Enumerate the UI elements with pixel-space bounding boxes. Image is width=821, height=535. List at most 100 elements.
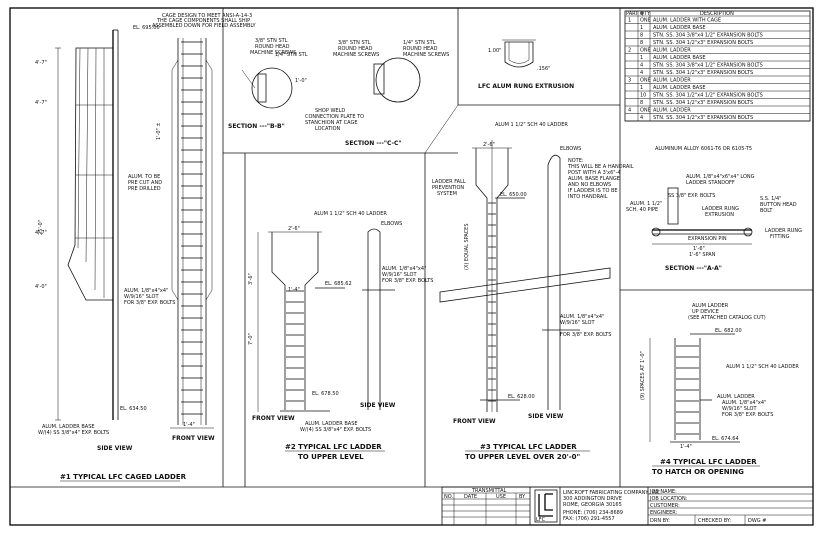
svg-text:4'-7": 4'-7" bbox=[35, 230, 47, 236]
svg-text:4'-0": 4'-0" bbox=[35, 284, 47, 290]
title-block-header-date: DATE bbox=[464, 494, 477, 500]
table-cell-description: STN. SS. 304 1/2"x3" EXPANSION BOLTS bbox=[653, 40, 753, 46]
table-cell-qty: 8 bbox=[640, 100, 643, 106]
section-c-c: 3/8" STN STL ROUND HEAD MACHINE SCREWS 1… bbox=[305, 40, 449, 147]
note-sch40-side-2: SCH. 40 PIPE bbox=[626, 207, 658, 213]
svg-text:(9) SPACES AT 1'-0": (9) SPACES AT 1'-0" bbox=[640, 351, 646, 400]
note-pre-cut-2: PRE CUT AND bbox=[128, 180, 162, 186]
svg-text:1'-0": 1'-0" bbox=[295, 78, 307, 84]
table-cell-description: ALUM. LADDER bbox=[653, 78, 691, 84]
company-name: LINCROFT FABRICATING COMPANY, INC. bbox=[563, 490, 662, 496]
note-rail-7: INTO HANDRAIL bbox=[568, 194, 608, 200]
ladder-over-20-section: ALUM 1 1/2" SCH 40 LADDER ELBOWS LADDER … bbox=[432, 122, 634, 461]
note-ladder-fall-2: PREVENTION bbox=[432, 185, 464, 191]
note-slot-4: W/9/16" SLOT bbox=[722, 406, 757, 412]
note-elbows-2: ELBOWS bbox=[381, 221, 402, 227]
note-screws-b3: MACHINE SCREWS bbox=[250, 50, 296, 56]
note-sch40-3: ALUM 1 1/2" SCH 40 LADDER bbox=[495, 122, 568, 128]
table-cell-qty: 1 bbox=[640, 85, 643, 91]
note-standoff-2: LADDER STANDOFF bbox=[686, 180, 735, 186]
svg-text:MACHINE SCREWS: MACHINE SCREWS bbox=[403, 52, 449, 58]
elevation-628: EL. 628.00 bbox=[508, 394, 535, 400]
label-section-a: SECTION ---"A-A" bbox=[665, 265, 722, 272]
title-block-transmittal: TRANSMITTAL bbox=[471, 488, 507, 494]
title-over-20-1: #3 TYPICAL LFC LADDER bbox=[480, 443, 577, 451]
table-cell-description: ALUM. LADDER bbox=[653, 48, 691, 54]
note-alum-angle-4: ALUM. 1/8"x4"x4" bbox=[722, 400, 766, 406]
note-rail-2: THIS WILL BE A HANDRAIL bbox=[567, 164, 634, 170]
company-phone: PHONE: (706) 234-8689 bbox=[563, 510, 623, 516]
table-cell-description: STN. SS. 304 1/2"x3" EXPANSION BOLTS bbox=[653, 100, 753, 106]
field-engineer: ENGINEER: bbox=[650, 510, 678, 516]
svg-text:2'-6": 2'-6" bbox=[483, 142, 495, 148]
note-exp-bolts-2: FOR 3/8" EXP. BOLTS bbox=[382, 278, 433, 284]
note-sch40-2: ALUM 1 1/2" SCH 40 LADDER bbox=[314, 211, 387, 217]
note-alum-angle-3: ALUM. 1/8"x4"x4" bbox=[560, 314, 604, 320]
note-cage-design-3: ASSEMBLED DOWN FOR FIELD ASSEMBLY bbox=[152, 23, 257, 29]
company-logo: LFC bbox=[536, 517, 546, 523]
note-ladder-rung: LADDER RUNG bbox=[702, 206, 739, 212]
title-caged-ladder: #1 TYPICAL LFC CAGED LADDER bbox=[60, 473, 187, 481]
note-button-head-2: BUTTON HEAD bbox=[760, 202, 797, 208]
note-span: 1'-6" SPAN bbox=[689, 252, 716, 258]
note-ladder-fall-3: SYSTEM bbox=[437, 191, 457, 197]
label-rung-extrusion: LFC ALUM RUNG EXTRUSION bbox=[478, 83, 574, 90]
note-shop-weld-2: CONNECTION PLATE TO bbox=[305, 114, 364, 120]
note-alum-ladder-up-3: (SEE ATTACHED CATALOG CUT) bbox=[688, 315, 766, 321]
table-cell-description: STN. SS. 304 3/8"x4 1/2" EXPANSION BOLTS bbox=[653, 63, 763, 69]
note-cage-design: CAGE DESIGN TO MEET ANSI-A-14-3 bbox=[162, 13, 252, 19]
note-cage-design-2: THE CAGE COMPONENTS SHALL SHIP bbox=[156, 18, 250, 24]
table-cell-qty: 4 bbox=[640, 115, 643, 121]
table-header-qty: QTY bbox=[640, 11, 651, 17]
svg-text:3/8" STN STL: 3/8" STN STL bbox=[338, 40, 371, 46]
caged-ladder-section: CAGE DESIGN TO MEET ANSI-A-14-3 THE CAGE… bbox=[35, 13, 257, 482]
table-cell-qty: 4 bbox=[640, 63, 643, 69]
section-b-b: 3/8" STN STL ROUND HEAD MACHINE SCREWS 1… bbox=[228, 38, 308, 130]
note-ladder-base-2b: W/(4) SS 3/8"x4" EXP. BOLTS bbox=[300, 427, 371, 433]
svg-text:1/4" STN STL: 1/4" STN STL bbox=[403, 40, 436, 46]
table-cell-qty: ONE bbox=[640, 108, 651, 114]
note-extrusion: EXTRUSION bbox=[705, 212, 734, 218]
note-shop-weld-3: STANCHION AT CAGE bbox=[305, 120, 358, 126]
table-cell-qty: 10 bbox=[640, 93, 646, 99]
elevation-650: EL. 650.00 bbox=[500, 192, 527, 198]
table-header-description: DESCRIPTION bbox=[700, 11, 734, 17]
table-cell-qty: 1 bbox=[640, 55, 643, 61]
note-sch40-side: ALUM. 1 1/2" bbox=[630, 201, 662, 207]
note-rail-6: IF LADDER IS TO BE bbox=[568, 188, 618, 194]
table-cell-description: STN. SS. 304 3/8"x4 1/2" EXPANSION BOLTS bbox=[653, 33, 763, 39]
note-ladder-fall: LADDER FALL bbox=[432, 179, 466, 185]
field-job-name: JOB NAME: bbox=[649, 489, 677, 495]
note-rail-4: ALUM. BASE FLANGE bbox=[568, 176, 620, 182]
table-cell-description: ALUM. LADDER bbox=[653, 108, 691, 114]
table-cell-part: 3 bbox=[628, 78, 631, 84]
label-section-c: SECTION ---"C-C" bbox=[345, 140, 402, 147]
field-checked-by: CHECKED BY: bbox=[698, 518, 731, 524]
ladder-hatch-section: ALUM LADDER UP DEVICE (SEE ATTACHED CATA… bbox=[640, 303, 799, 476]
elevation-bottom-1: EL. 634.50 bbox=[120, 406, 147, 412]
table-cell-description: ALUM. LADDER BASE bbox=[653, 55, 706, 61]
label-side-view-2: SIDE VIEW bbox=[360, 402, 396, 409]
label-front-view-1: FRONT VIEW bbox=[172, 435, 215, 442]
note-alum-ladder-up-2: UP DEVICE bbox=[692, 309, 719, 315]
table-cell-description: STN. SS. 304 1/2"x3" EXPANSION BOLTS bbox=[653, 115, 753, 121]
svg-text:ROUND HEAD: ROUND HEAD bbox=[338, 46, 373, 52]
label-front-view-2: FRONT VIEW bbox=[252, 415, 295, 422]
table-cell-qty: 8 bbox=[640, 40, 643, 46]
table-cell-part: 2 bbox=[628, 48, 631, 54]
note-exp-bolts-3: FOR 3/8" EXP. BOLTS bbox=[560, 332, 611, 338]
svg-text:4'-7": 4'-7" bbox=[35, 60, 47, 66]
table-header-part: PART # bbox=[626, 11, 644, 17]
elevation-674: EL. 674.64 bbox=[712, 436, 739, 442]
table-cell-description: ALUM. LADDER BASE bbox=[653, 85, 706, 91]
title-hatch-1: #4 TYPICAL LFC LADDER bbox=[660, 458, 757, 466]
label-side-view-1: SIDE VIEW bbox=[97, 445, 133, 452]
ladder-upper-level-section: ALUM 1 1/2" SCH 40 LADDER ELBOWS 2'-6" 1… bbox=[248, 211, 433, 461]
company-address-1: 300 ADDINGTON DRIVE bbox=[563, 496, 622, 502]
note-pre-cut: ALUM. TO BE bbox=[128, 174, 160, 180]
svg-text:ROUND HEAD: ROUND HEAD bbox=[403, 46, 438, 52]
label-front-view-3: FRONT VIEW bbox=[453, 418, 496, 425]
title-upper-level-2: TO UPPER LEVEL bbox=[298, 453, 364, 461]
